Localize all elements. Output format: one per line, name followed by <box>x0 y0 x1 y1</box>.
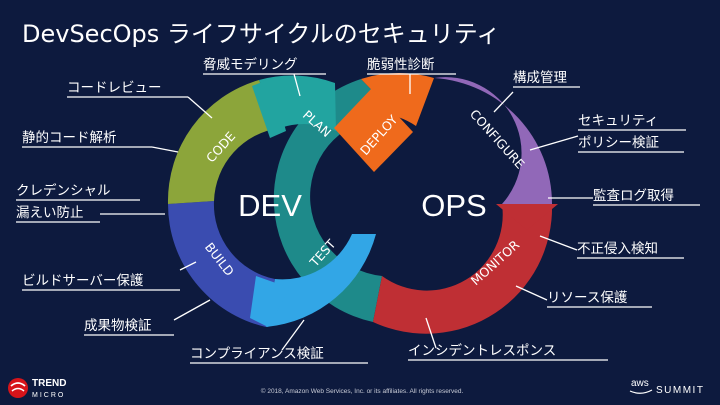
callout-config-mgmt: 構成管理 <box>513 70 567 86</box>
segment-deploy <box>361 73 434 126</box>
arrow-build-to-test <box>250 276 290 327</box>
callout-compliance: コンプライアンス検証 <box>190 346 324 362</box>
segment-build <box>167 201 275 327</box>
slide-title: DevSecOps ライフサイクルのセキュリティ <box>22 20 500 48</box>
arrow-code-to-plan <box>252 78 286 138</box>
arrow-configure-to-monitor <box>496 204 558 230</box>
callout-static-analysis: 静的コード解析 <box>22 130 117 146</box>
callout-intrusion: 不正侵入検知 <box>577 240 658 257</box>
aws-smile-icon <box>629 389 653 394</box>
callout-build-server: ビルドサーバー保護 <box>22 273 144 289</box>
copyright-text: © 2018, Amazon Web Services, Inc. or its… <box>261 387 464 395</box>
segment-code <box>167 80 280 204</box>
segment-configure <box>434 77 553 204</box>
segment-test <box>266 234 376 327</box>
callout-sec-policy-line2: ポリシー検証 <box>578 135 659 151</box>
callout-incident: インシデントレスポンス <box>408 342 556 359</box>
dev-label: DEV <box>238 188 302 223</box>
callout-vuln-diagnosis: 脆弱性診断 <box>367 56 435 73</box>
segment-deploy-cross <box>334 88 413 172</box>
summit-wordmark: SUMMIT <box>656 385 704 396</box>
callout-resource: リソース保護 <box>547 290 628 306</box>
segment-weave-teal <box>273 79 398 322</box>
ops-label: OPS <box>421 188 486 223</box>
callout-sec-policy-line1: セキュリティ <box>578 113 658 129</box>
callout-credential-line1: クレデンシャル <box>16 182 111 199</box>
segment-monitor <box>373 204 553 334</box>
aws-summit-logo: aws SUMMIT <box>629 378 704 396</box>
callout-code-review: コードレビュー <box>67 80 162 96</box>
trend-micro-logo: TREND MICRO <box>8 378 66 399</box>
micro-wordmark: MICRO <box>32 392 65 399</box>
trend-wordmark: TREND <box>32 378 66 389</box>
callout-threat-modeling: 脅威モデリング <box>203 56 298 73</box>
callout-artifact-verify: 成果物検証 <box>84 318 152 334</box>
segment-label-configure: CONFIGURE <box>467 106 528 171</box>
callout-credential-line2: 漏えい防止 <box>16 205 84 221</box>
callout-audit-log: 監査ログ取得 <box>593 187 674 204</box>
aws-wordmark: aws <box>631 378 649 389</box>
